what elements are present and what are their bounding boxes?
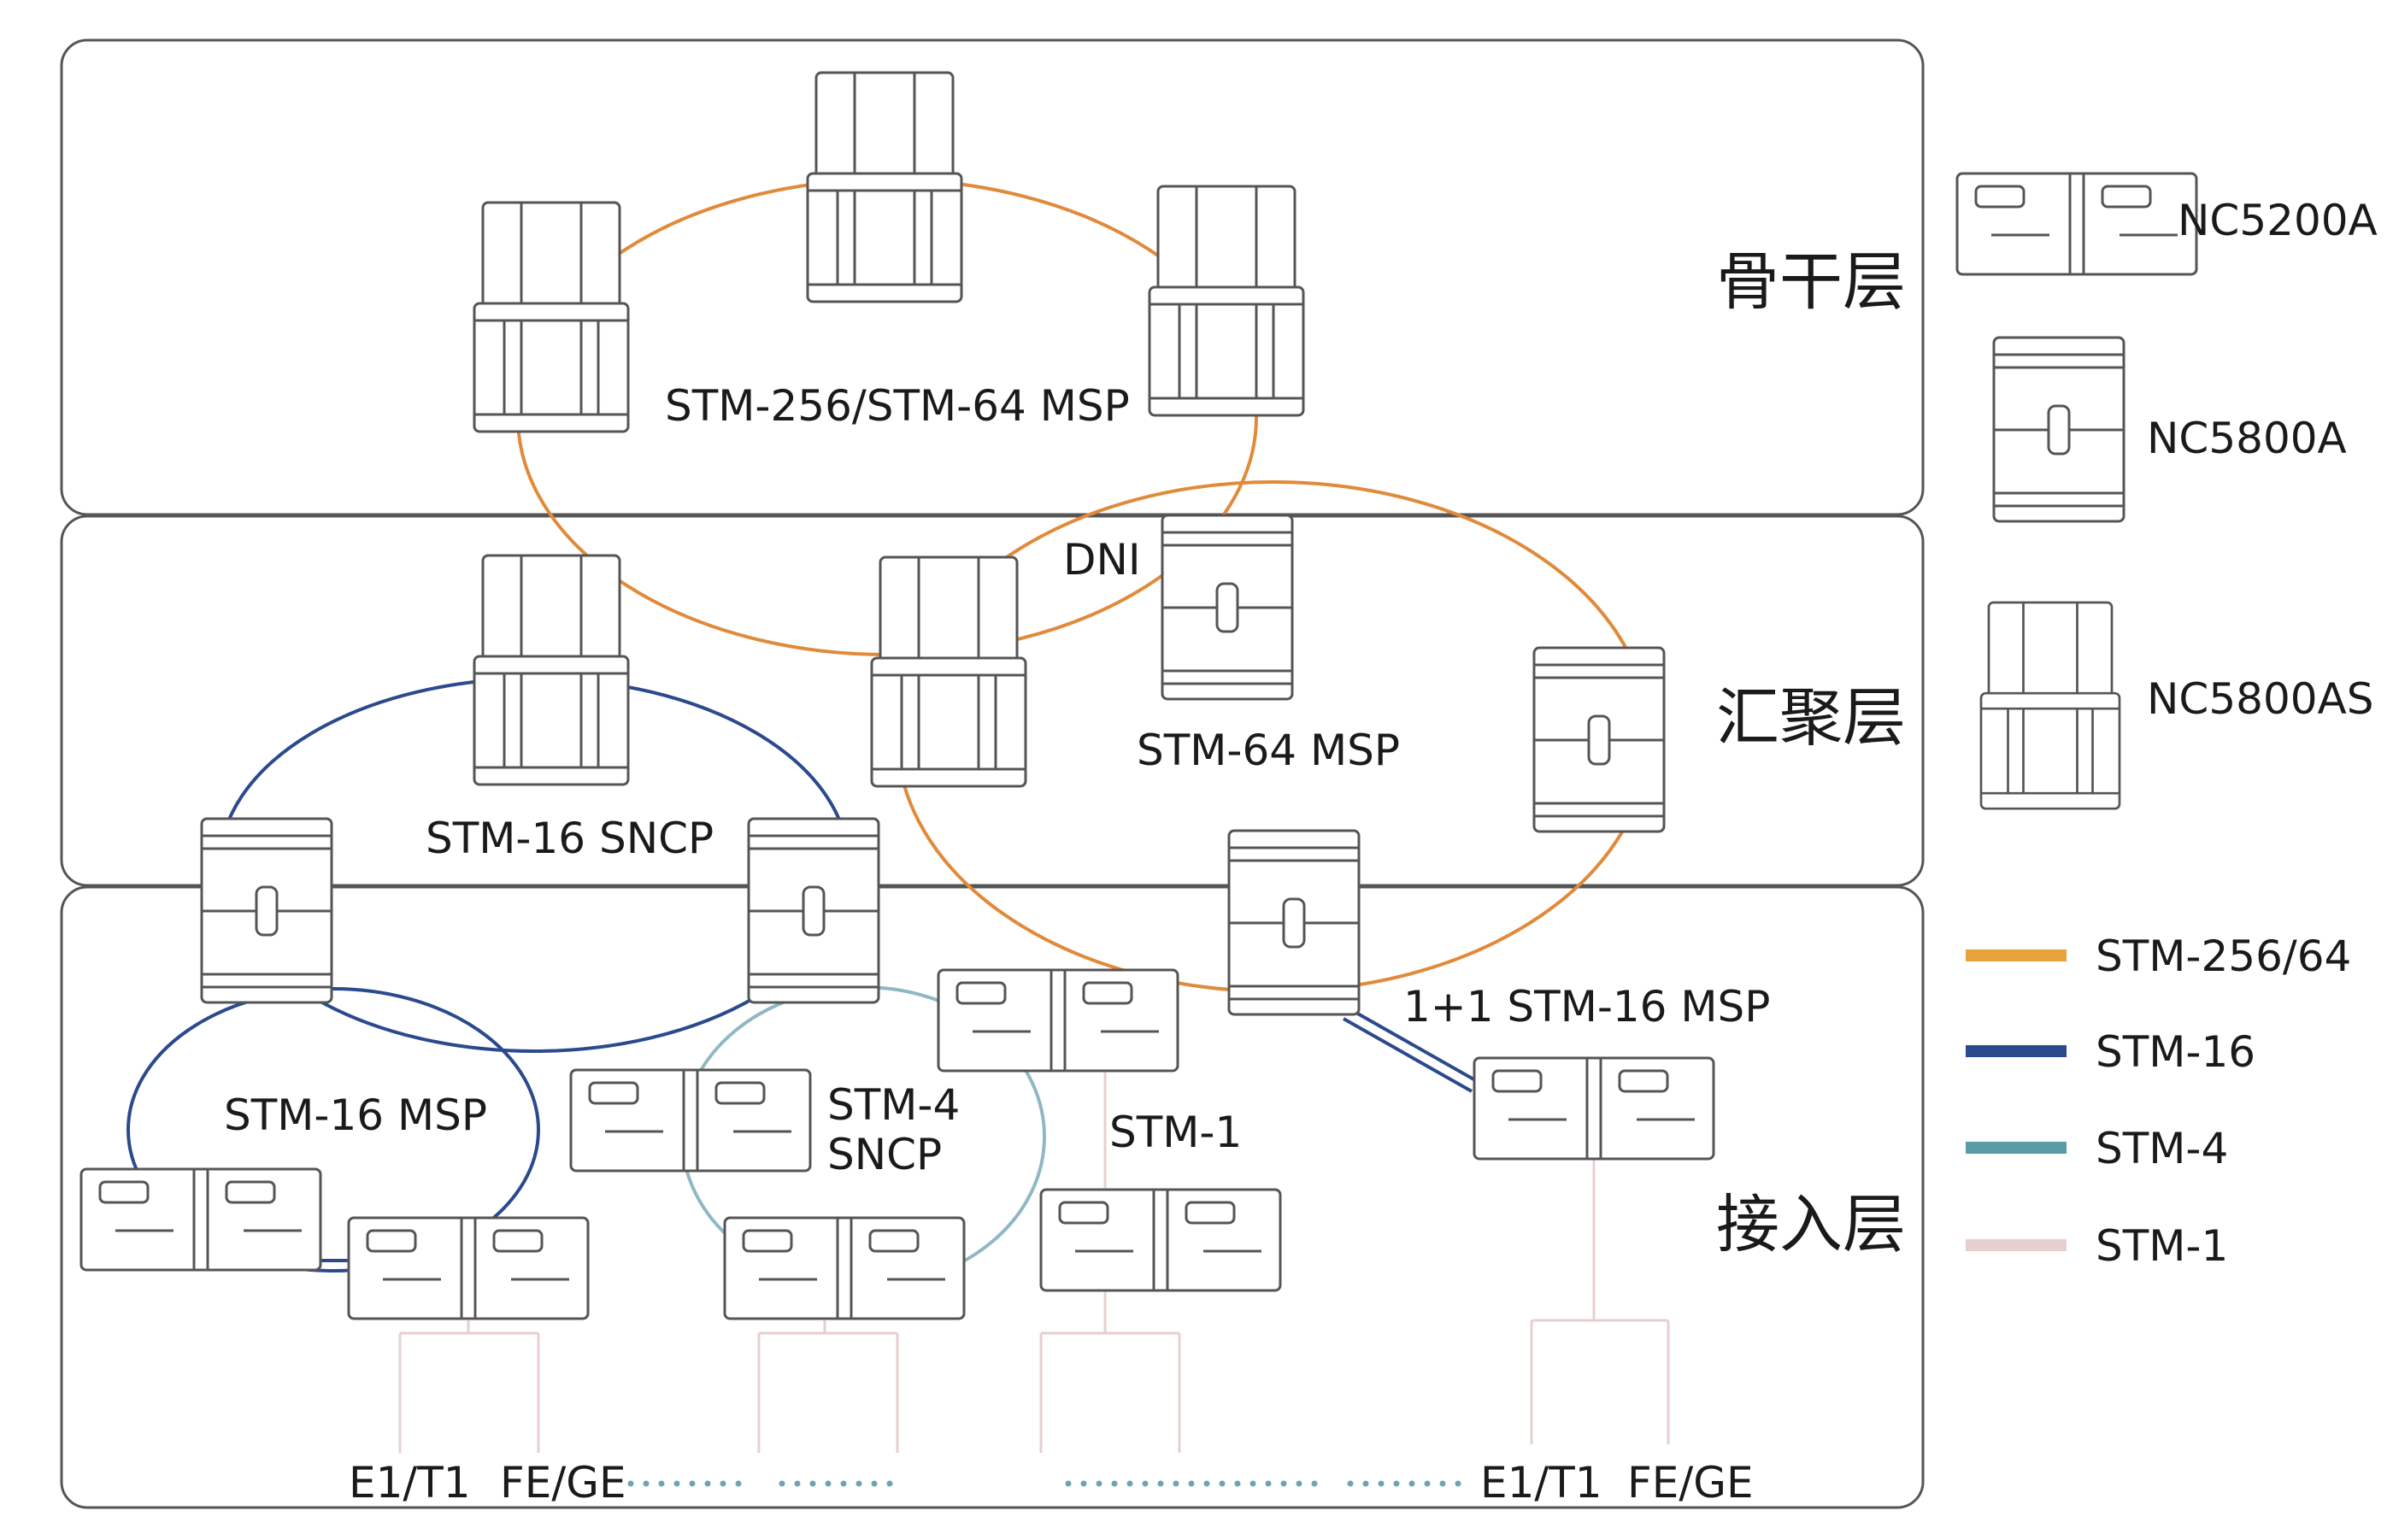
label-access-sncp4-line2: SNCP <box>827 1130 942 1179</box>
dot <box>1424 1480 1431 1487</box>
dot <box>1234 1480 1241 1487</box>
nc5800a-icon <box>1992 336 2125 523</box>
nc5200a-icon <box>1955 172 2198 276</box>
legend-device-label-2: NC5800AS <box>2147 674 2374 724</box>
dot <box>1065 1480 1072 1487</box>
dot <box>1362 1480 1369 1487</box>
dot <box>1203 1480 1210 1487</box>
dot <box>855 1480 862 1487</box>
dot <box>871 1480 878 1487</box>
label-agg-sncp: STM-16 SNCP <box>426 814 714 863</box>
dot <box>1347 1480 1354 1487</box>
layer-title-aggregation: 汇聚层 <box>1716 681 1906 755</box>
dot <box>1311 1480 1318 1487</box>
dot <box>1439 1480 1446 1487</box>
dot <box>1296 1480 1302 1487</box>
label-access-1plus1: 1+1 STM-16 MSP <box>1403 982 1770 1032</box>
dot <box>809 1480 816 1487</box>
backbone-layer-panel <box>60 38 1925 516</box>
access-node-far-left <box>79 1167 322 1272</box>
agg-node-as-dni <box>870 555 1027 788</box>
dot <box>1126 1480 1133 1487</box>
label-access-stm1: STM-1 <box>1109 1108 1242 1157</box>
label-service-fe-right: FE/GE <box>1627 1458 1754 1508</box>
dot <box>1188 1480 1195 1487</box>
dot <box>1096 1480 1102 1487</box>
label-agg-msp: STM-64 MSP <box>1137 726 1400 775</box>
stm16-1plus1-link <box>1343 1007 1478 1093</box>
label-service-fe-left: FE/GE <box>500 1458 626 1508</box>
dot <box>1455 1480 1461 1487</box>
dot <box>704 1480 711 1487</box>
agg-node-a-sncp-right <box>747 817 880 1004</box>
agg-node-as-left <box>473 554 630 786</box>
access-node-msp-bottom <box>347 1216 590 1320</box>
dot <box>1280 1480 1287 1487</box>
agg-node-a-right <box>1532 646 1666 833</box>
legend-device-label-1: NC5800A <box>2147 414 2347 463</box>
backbone-node-top <box>806 71 963 303</box>
dot <box>825 1480 832 1487</box>
backbone-node-right <box>1148 185 1305 417</box>
legend-device-label-0: NC5200A <box>2178 196 2378 245</box>
dot <box>735 1480 742 1487</box>
dot <box>794 1480 801 1487</box>
agg-node-a-top <box>1161 514 1294 701</box>
dot <box>627 1480 634 1487</box>
dot <box>1265 1480 1272 1487</box>
dot <box>1378 1480 1385 1487</box>
label-service-e1-right: E1/T1 <box>1480 1458 1602 1508</box>
legend-link-label-0: STM-256/64 <box>2096 932 2351 981</box>
agg-node-a-bottom <box>1227 829 1361 1016</box>
dot <box>673 1480 680 1487</box>
dot <box>720 1480 726 1487</box>
dot <box>779 1480 785 1487</box>
backbone-node-left <box>473 201 630 433</box>
label-service-e1-left: E1/T1 <box>349 1458 471 1508</box>
dot <box>1219 1480 1226 1487</box>
access-node-sncp-left <box>569 1068 812 1173</box>
label-access-msp16: STM-16 MSP <box>224 1090 487 1140</box>
agg-node-a-sncp-left <box>200 817 333 1004</box>
dot <box>1080 1480 1087 1487</box>
dot <box>1111 1480 1118 1487</box>
dot <box>1157 1480 1164 1487</box>
access-node-stm1-top <box>937 968 1179 1073</box>
dot <box>643 1480 650 1487</box>
nc5800as-icon <box>1979 601 2121 810</box>
layer-title-access: 接入层 <box>1716 1188 1906 1261</box>
dot <box>1142 1480 1149 1487</box>
legend-link-label-3: STM-1 <box>2096 1221 2228 1271</box>
access-layer-panel <box>60 885 1925 1509</box>
access-node-stm1-bottom <box>1039 1188 1282 1292</box>
label-dni: DNI <box>1063 535 1141 585</box>
dot <box>1393 1480 1400 1487</box>
access-node-sncp-bottom <box>723 1216 966 1320</box>
dot <box>658 1480 665 1487</box>
legend-link-label-2: STM-4 <box>2096 1124 2228 1173</box>
label-access-sncp4-line1: STM-4 <box>827 1080 960 1130</box>
layer-title-backbone: 骨干层 <box>1716 245 1906 319</box>
service-dotted-line <box>627 1480 1461 1487</box>
dot <box>1249 1480 1256 1487</box>
dot <box>1408 1480 1415 1487</box>
access-node-1plus1 <box>1473 1056 1715 1161</box>
stm1-links <box>398 1032 1670 1453</box>
stm16-msp-ring <box>126 987 540 1273</box>
dot <box>689 1480 696 1487</box>
dot <box>1173 1480 1179 1487</box>
label-backbone-msp: STM-256/STM-64 MSP <box>665 381 1130 431</box>
dot <box>886 1480 893 1487</box>
legend-link-label-1: STM-16 <box>2096 1027 2255 1077</box>
dot <box>840 1480 847 1487</box>
